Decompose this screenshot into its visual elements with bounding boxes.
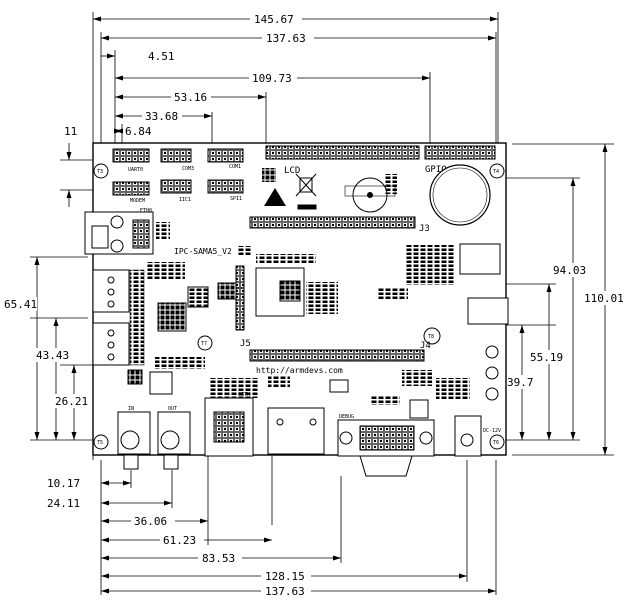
dim-53-16: 53.16: [174, 91, 207, 104]
dimension-labels: 145.67 137.63 4.51 109.73 53.16 33.68 6.…: [3, 12, 628, 598]
header-iic1: IIC1: [160, 179, 192, 203]
mounting-hole-icon: [93, 163, 109, 179]
chip-cpu-left: [157, 302, 187, 332]
header-j3: [249, 216, 416, 229]
dim-109-73: 109.73: [252, 72, 292, 85]
dc-power-jack: DC-12V: [454, 415, 501, 457]
dim-33-68: 33.68: [145, 110, 178, 123]
dim-65-41: 65.41: [4, 298, 37, 311]
button-icon: [485, 345, 499, 359]
usb-otg-connector: [267, 407, 325, 455]
header-uart0: UART0: [112, 148, 150, 173]
dim-24-11: 24.11: [47, 497, 80, 510]
iic1-label: IIC1: [179, 197, 191, 203]
usb-host-connector: [467, 297, 509, 325]
hole-label: T8: [428, 334, 434, 340]
dim-36-06: 36.06: [134, 515, 167, 528]
usb-connector: [459, 243, 501, 275]
mounting-hole-icon: [197, 335, 213, 351]
j4-label: J4: [420, 341, 431, 351]
chip-icon: [262, 168, 276, 182]
dim-11: 11: [64, 125, 77, 138]
com3-label: COM3: [182, 166, 194, 172]
com1-label: COM1: [229, 164, 241, 170]
mounting-hole-icon: [93, 434, 109, 450]
dim-61-23: 61.23: [163, 534, 196, 547]
gigabit-ethernet-connector: GETH: [204, 392, 254, 457]
dim-43-43: 43.43: [36, 349, 69, 362]
header-com1: COM1: [207, 148, 244, 170]
audio-in-label: IN: [128, 406, 134, 412]
audio-out-label: OUT: [168, 406, 177, 412]
board-model-label: IPC-SAMA5_V2: [174, 247, 232, 256]
mounting-hole-icon: [489, 163, 505, 179]
mounting-hole-icon: [423, 327, 441, 345]
spi1-label: SPI1: [230, 196, 242, 202]
j3-label: J3: [419, 224, 430, 234]
dim-137-63-bottom: 137.63: [265, 585, 305, 598]
warning-triangle-icon: [264, 188, 286, 206]
modem-label: MODEM: [130, 198, 145, 204]
dim-94-03: 94.03: [553, 264, 586, 277]
dim-83-53: 83.53: [202, 552, 235, 565]
dim-10-17: 10.17: [47, 477, 80, 490]
gpio-label: GPIO: [425, 165, 447, 175]
dim-26-21: 26.21: [55, 395, 88, 408]
url-label: http://armdevs.com: [256, 366, 343, 375]
hole-label: T7: [201, 341, 207, 347]
dim-4-51: 4.51: [148, 50, 175, 63]
mounting-holes: [93, 163, 505, 450]
button-icon: [485, 366, 499, 380]
dim-hole-span-top: 137.63: [266, 32, 306, 45]
geth-label: GETH: [238, 392, 250, 398]
uart0-label: UART0: [128, 167, 143, 173]
ethernet-connector: ETH0: [84, 208, 154, 255]
audio-jack-in: IN: [117, 406, 151, 470]
dim-6-84: 6.84: [125, 125, 152, 138]
debug-db9-connector: DEBUG: [337, 414, 435, 477]
dim-110-01: 110.01: [584, 292, 624, 305]
weee-bin-icon: [295, 173, 317, 210]
dim-55-19: 55.19: [530, 351, 563, 364]
hole-label: T4: [493, 169, 499, 175]
header-modem: MODEM: [112, 181, 150, 204]
hole-label: T3: [97, 169, 103, 175]
dim-39-7: 39.7: [507, 376, 534, 389]
battery-icon: [429, 164, 491, 226]
chip-soc: [279, 280, 301, 302]
header-j5: [235, 265, 245, 331]
debug-label: DEBUG: [339, 414, 354, 420]
lcd-label: LCD: [284, 166, 300, 176]
dim-128-15: 128.15: [265, 570, 305, 583]
hole-label: T6: [493, 440, 499, 446]
hole-label: T5: [97, 440, 103, 446]
j5-label: J5: [240, 339, 251, 349]
mounting-hole-icon: [489, 434, 505, 450]
header-com3: COM3: [160, 148, 194, 172]
header-gpio: [424, 145, 496, 160]
header-j4: [249, 349, 425, 362]
eth-label: ETH0: [140, 208, 152, 214]
button-icon: [485, 387, 499, 401]
header-lcd: [265, 145, 420, 160]
header-spi1: SPI1: [207, 179, 244, 202]
dc-12v-label: DC-12V: [483, 428, 501, 434]
dim-overall-width: 145.67: [254, 13, 294, 26]
pcb-board: T3 T4 T5 T6 T7 T8 UART0 MODEM COM3 IIC1 …: [84, 142, 509, 477]
audio-jack-out: OUT: [157, 406, 191, 470]
